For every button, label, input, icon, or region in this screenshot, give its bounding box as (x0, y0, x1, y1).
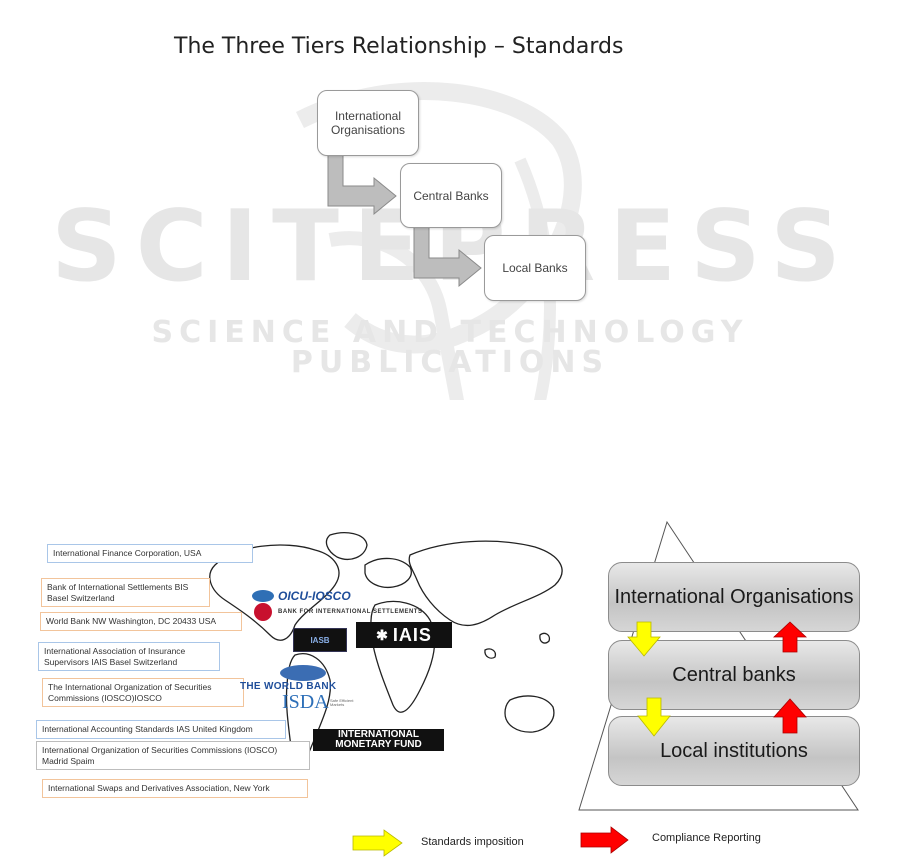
star-icon: ✱ (376, 626, 389, 643)
world-bank-globe-icon (280, 665, 326, 681)
bis-logo-text: BANK FOR INTERNATIONAL SETTLEMENTS (278, 609, 423, 615)
isda-logo: ISDA (282, 690, 329, 713)
globe-icon (252, 590, 274, 602)
flow-arrow-1 (327, 153, 397, 216)
imf-logo: INTERNATIONAL MONETARY FUND (313, 729, 444, 751)
tier-local-banks: Local Banks (484, 235, 586, 301)
bis-emblem-icon (254, 603, 272, 621)
org-label-world-bank: World Bank NW Washington, DC 20433 USA (40, 612, 242, 631)
org-label-ifc: International Finance Corporation, USA (47, 544, 253, 563)
diagram-title: The Three Tiers Relationship – Standards (174, 34, 624, 59)
pyramid-level-international-organisations: International Organisations (608, 562, 860, 632)
pyramid-level-label: Central banks (672, 663, 796, 686)
bis-logo: BANK FOR INTERNATIONAL SETTLEMENTS (254, 603, 422, 621)
iasb-logo: IASB (293, 628, 347, 652)
org-label-iosco-madrid: International Organization of Securities… (36, 741, 310, 771)
tier-international-organisations: International Organisations (317, 90, 419, 156)
org-label-bis: Bank of International Settlements BIS Ba… (41, 578, 210, 608)
iosco-logo-text: OICU-IOSCO (278, 589, 351, 603)
tier-label: Central Banks (413, 188, 489, 203)
legend-yellow-arrow (352, 829, 403, 857)
iais-logo: ✱ IAIS (356, 622, 452, 648)
tier-label: International Organisations (330, 109, 406, 137)
compliance-arrow-up-1 (772, 621, 808, 653)
standards-arrow-down-2 (637, 697, 671, 737)
pyramid-level-label: Local institutions (660, 739, 808, 762)
org-label-iais: International Association of Insurance S… (38, 642, 220, 672)
isda-tagline: Safe Efficient Markets (330, 697, 354, 707)
legend-compliance-label: Compliance Reporting (652, 832, 761, 844)
pyramid-level-label: International Organisations (614, 585, 854, 608)
legend-standards-label: Standards imposition (421, 836, 524, 848)
org-label-isda: International Swaps and Derivatives Asso… (42, 779, 308, 798)
legend-red-arrow (580, 826, 629, 854)
tier-flow-arrows (327, 153, 482, 288)
compliance-arrow-up-2 (773, 698, 807, 734)
iosco-logo: OICU-IOSCO (252, 587, 351, 605)
standards-arrow-down-1 (627, 621, 661, 657)
world-bank-logo: THE WORLD BANK (240, 680, 337, 692)
iais-logo-text: IAIS (392, 624, 432, 645)
tier-label: Local Banks (502, 261, 568, 275)
org-label-iosco: The International Organization of Securi… (42, 678, 244, 708)
org-label-ias: International Accounting Standards IAS U… (36, 720, 286, 739)
tier-central-banks: Central Banks (400, 163, 502, 228)
flow-arrow-2 (413, 225, 482, 288)
